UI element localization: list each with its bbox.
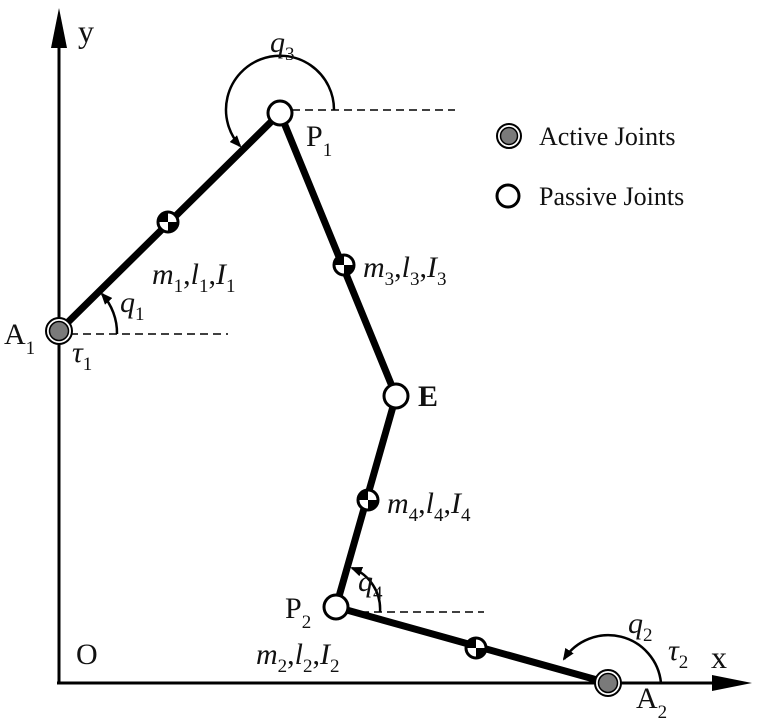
label-q3: q3 bbox=[270, 26, 295, 65]
q3-arc bbox=[224, 54, 336, 148]
com-marker-link-2 bbox=[464, 636, 488, 660]
joints bbox=[45, 99, 622, 697]
x-axis-label: x bbox=[711, 639, 727, 675]
label-q4: q4 bbox=[358, 565, 383, 604]
legend-passive-icon bbox=[495, 183, 521, 209]
joint-e-passive bbox=[382, 382, 410, 410]
joint-p1-passive bbox=[266, 99, 294, 127]
y-axis-label: y bbox=[78, 13, 94, 49]
com-marker-link-1 bbox=[156, 210, 180, 234]
link-3 bbox=[276, 109, 400, 400]
angle-labels: q1 q3 q4 q2 τ1 τ2 bbox=[72, 26, 688, 673]
label-q1: q1 bbox=[120, 286, 145, 325]
joint-a2-active bbox=[594, 669, 622, 697]
label-a1: A1 bbox=[4, 318, 35, 359]
label-link-4-params: m4,l4,I4 bbox=[387, 487, 471, 526]
angle-arcs bbox=[100, 54, 663, 684]
origin-label: O bbox=[76, 638, 98, 671]
joint-a1-active bbox=[45, 317, 73, 345]
legend-passive-label: Passive Joints bbox=[539, 182, 684, 211]
label-q2: q2 bbox=[628, 607, 653, 646]
coordinate-axes: y x O bbox=[51, 8, 752, 691]
q4-arc bbox=[350, 566, 382, 613]
x-axis-arrowhead bbox=[712, 675, 752, 691]
reference-lines bbox=[70, 109, 484, 613]
com-marker-link-3 bbox=[332, 253, 356, 277]
label-p2: P2 bbox=[285, 592, 311, 633]
label-link-1-params: m1,l1,I1 bbox=[152, 258, 236, 297]
q2-arc bbox=[562, 633, 663, 684]
legend: Active Joints Passive Joints bbox=[495, 122, 684, 211]
com-markers bbox=[156, 210, 488, 660]
label-link-3-params: m3,l3,I3 bbox=[363, 251, 447, 290]
q1-arc bbox=[100, 292, 119, 335]
legend-active-label: Active Joints bbox=[539, 122, 676, 151]
label-tau2: τ2 bbox=[668, 634, 688, 673]
label-p1: P1 bbox=[306, 120, 332, 161]
label-link-2-params: m2,l2,I2 bbox=[256, 638, 340, 677]
joint-p2-passive bbox=[322, 593, 350, 621]
joint-labels: A1 P1 E P2 A2 bbox=[4, 120, 667, 723]
label-tau1: τ1 bbox=[72, 336, 92, 375]
link-labels: m1,l1,I1 m3,l3,I3 m4,l4,I4 m2,l2,I2 bbox=[152, 251, 471, 677]
label-e: E bbox=[418, 380, 438, 413]
y-axis-arrowhead bbox=[51, 8, 67, 48]
legend-active-icon bbox=[496, 123, 522, 149]
label-a2: A2 bbox=[636, 682, 667, 723]
com-marker-link-4 bbox=[356, 488, 380, 512]
